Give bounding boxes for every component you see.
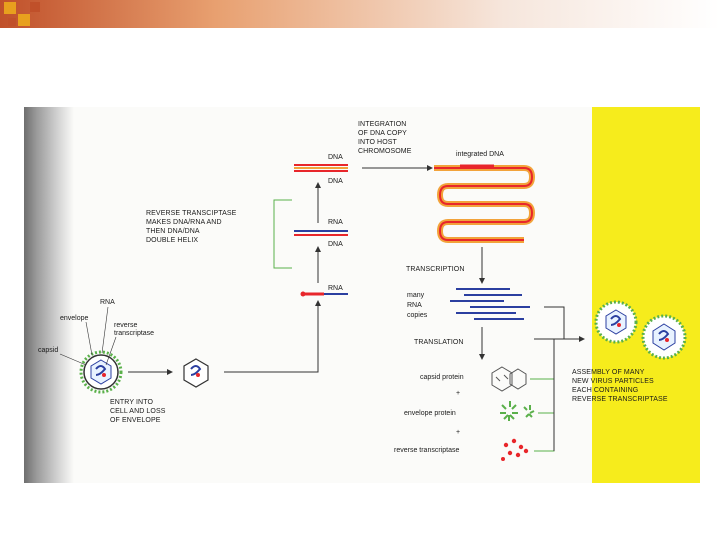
label-dna-low: DNA [328, 241, 343, 248]
label-rna-copies: RNA [407, 302, 422, 309]
decor-square-orange-2 [18, 14, 30, 26]
caption-entry-3: OF ENVELOPE [110, 417, 161, 424]
assembly-arrows [530, 339, 554, 451]
label-rna-low: RNA [328, 285, 343, 292]
label-rna-mid: RNA [328, 219, 343, 226]
label-capsid: capsid [38, 347, 58, 354]
decor-square-dark-2 [8, 18, 16, 26]
host-chromosome [434, 166, 532, 240]
rna-copies-strands [450, 289, 530, 319]
label-reverse-transcriptase: reverse transcriptase [394, 447, 459, 454]
decor-square-orange-1 [4, 2, 16, 14]
retrovirus-life-cycle-diagram: RNA envelope reverse transcriptase capsi… [24, 107, 700, 483]
label-envelope: envelope [60, 315, 89, 322]
title-bar-gradient [0, 0, 720, 28]
assembled-virus-2 [643, 316, 685, 358]
caption-assembly-4: REVERSE TRANSCRIPTASE [572, 396, 668, 403]
caption-int-4: CHROMOSOME [358, 148, 412, 155]
label-capsid-protein: capsid protein [420, 374, 464, 381]
caption-rt-4: DOUBLE HELIX [146, 237, 198, 244]
caption-rt-3: THEN DNA/DNA [146, 228, 200, 235]
caption-int-2: OF DNA COPY [358, 130, 407, 137]
label-rna-virus: RNA [100, 299, 115, 306]
reverse-transcriptase-icon [501, 439, 528, 461]
caption-entry-1: ENTRY INTO [110, 399, 153, 406]
diagram-image: RNA envelope reverse transcriptase capsi… [24, 107, 700, 483]
label-envelope-protein: envelope protein [404, 410, 456, 417]
label-copies: copies [407, 312, 428, 319]
capsid-protein-icon [492, 367, 526, 391]
caption-transcription: TRANSCRIPTION [406, 266, 464, 273]
virus-particle-initial [81, 352, 121, 392]
caption-rt-1: REVERSE TRANSCIPTASE [146, 210, 237, 217]
caption-translation: TRANSLATION [414, 339, 464, 346]
label-many: many [407, 292, 425, 299]
assembled-virus-1 [596, 302, 636, 342]
label-plus-2: + [456, 429, 460, 436]
caption-assembly-2: NEW VIRUS PARTICLES [572, 378, 654, 385]
caption-assembly-1: ASSEMBLY OF MANY [572, 369, 645, 376]
label-transcriptase-virus: transcriptase [114, 330, 154, 337]
label-dna-top: DNA [328, 154, 343, 161]
caption-entry-2: CELL AND LOSS [110, 408, 166, 415]
label-dna-mid: DNA [328, 178, 343, 185]
envelope-protein-icon [500, 401, 534, 421]
label-integrated-dna: integrated DNA [456, 151, 504, 158]
dna-double-helix [294, 165, 348, 171]
caption-int-1: INTEGRATION [358, 121, 406, 128]
label-reverse: reverse [114, 322, 137, 329]
uncoated-capsid [184, 359, 208, 387]
decor-square-dark [30, 2, 40, 12]
caption-rt-2: MAKES DNA/RNA AND [146, 219, 222, 226]
rna-strand-single [301, 292, 349, 297]
dna-rna-hybrid [294, 231, 348, 235]
label-plus-1: + [456, 390, 460, 397]
caption-assembly-3: EACH CONTAINING [572, 387, 638, 394]
caption-int-3: INTO HOST [358, 139, 398, 146]
